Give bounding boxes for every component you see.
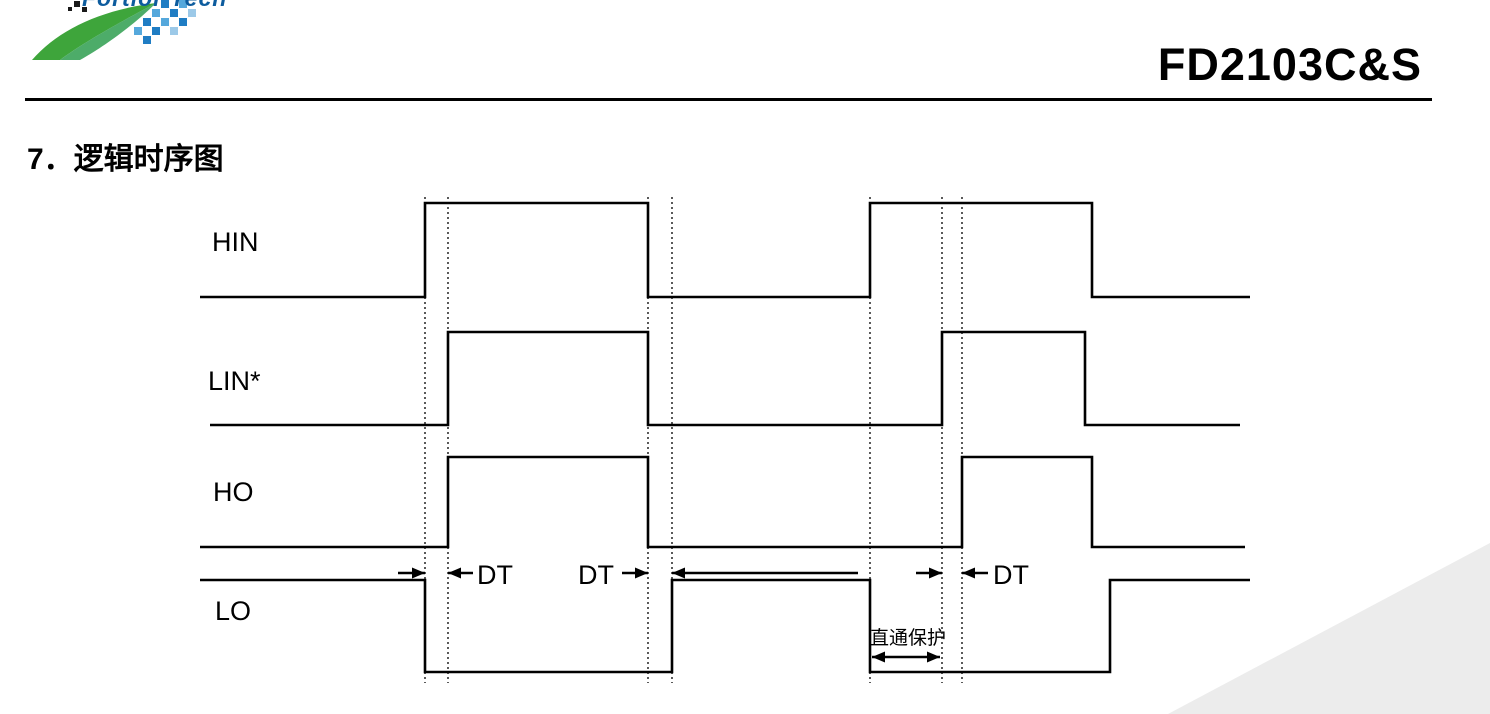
arrowhead-icon	[672, 567, 685, 579]
logo-text: Fortior Tech	[82, 0, 227, 12]
signal-label-hin: HIN	[212, 227, 259, 257]
shoot-through-label: 直通保护	[870, 627, 946, 649]
dt-label: DT	[477, 560, 513, 590]
waveform-hin	[200, 201, 1250, 299]
arrowhead-icon	[962, 567, 975, 579]
arrowhead-icon	[927, 651, 940, 663]
header-rule	[25, 98, 1432, 101]
arrowhead-icon	[929, 567, 942, 579]
section-title: 7．逻辑时序图	[27, 143, 224, 176]
signal-label-ho: HO	[213, 477, 254, 507]
waveform-ho	[200, 455, 1245, 549]
waveform-lin	[210, 330, 1240, 427]
signal-label-lin: LIN*	[208, 366, 261, 396]
dt-label: DT	[578, 560, 614, 590]
part-number: FD2103C&S	[1157, 39, 1422, 90]
signal-label-lo: LO	[215, 596, 251, 626]
arrowhead-icon	[635, 567, 648, 579]
dt-label: DT	[993, 560, 1029, 590]
logo-text-clip: Fortior Tech	[82, 0, 242, 13]
arrowhead-icon	[412, 567, 425, 579]
arrowhead-icon	[448, 567, 461, 579]
fortior-logo-mark	[32, 0, 196, 60]
arrowhead-icon	[872, 651, 885, 663]
waveform-lo	[200, 578, 1250, 674]
fortior-logo: Fortior Tech	[28, 0, 226, 66]
